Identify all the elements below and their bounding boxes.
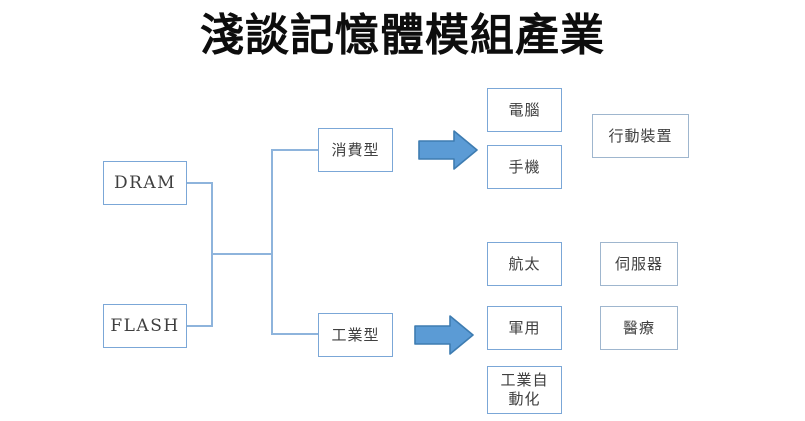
connector-trunk [211,253,273,255]
source-box-dram[interactable]: DRAM [103,161,187,205]
industrial-target-medical[interactable]: 醫療 [600,306,678,350]
category-box-industrial[interactable]: 工業型 [318,313,393,357]
consumer-target-computer[interactable]: 電腦 [487,88,562,132]
connector-flash-stub [187,325,213,327]
connector-consumer-stub [271,149,319,151]
consumer-target-mobile-phone[interactable]: 手機 [487,145,562,189]
connector-industrial-stub [271,333,319,335]
connector-dram-stub [187,182,213,184]
industrial-target-aerospace[interactable]: 航太 [487,242,562,286]
page-title: 淺談記憶體模組產業 [200,10,605,61]
connector-right-bracket-spine [271,149,273,335]
industrial-target-server[interactable]: 伺服器 [600,242,678,286]
industrial-arrow [414,313,474,357]
source-box-flash[interactable]: FLASH [103,304,187,348]
consumer-arrow [418,128,478,172]
industrial-target-military[interactable]: 軍用 [487,306,562,350]
industrial-target-factory-automation[interactable]: 工業自 動化 [487,366,562,414]
category-box-consumer[interactable]: 消費型 [318,128,393,172]
consumer-target-mobile-device[interactable]: 行動裝置 [592,114,689,158]
